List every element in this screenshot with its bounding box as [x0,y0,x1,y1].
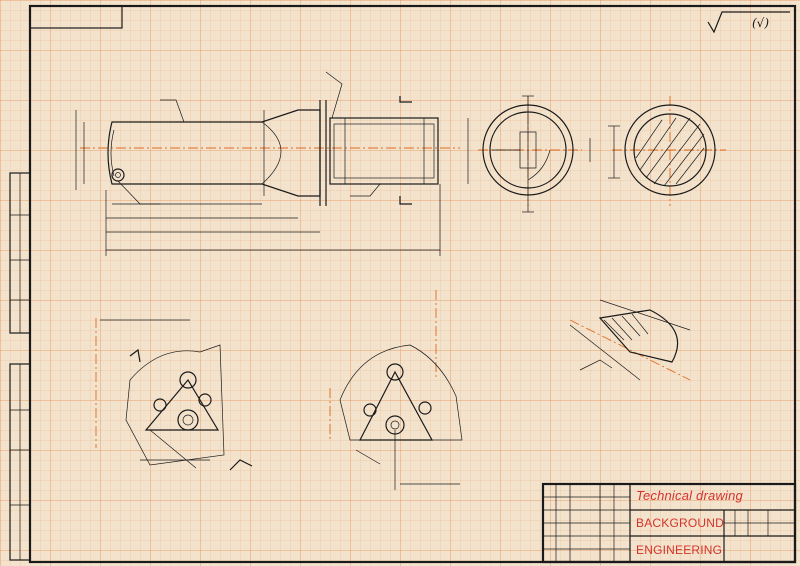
title-block-subtitle: BACKGROUND [636,516,725,530]
insert-view-left [95,318,253,471]
detail-cut-view [569,299,691,381]
front-view-circle-a [478,95,591,213]
sheet-frame [9,4,797,564]
roughness-symbol [707,11,790,34]
shaft-side-view [75,71,469,256]
roughness-note: (√) [752,16,770,30]
title-block-heading: Technical drawing [636,488,743,503]
title-block-frame [541,482,797,564]
title-block-footer: ENGINEERING [636,543,723,557]
insert-view-center [329,290,463,490]
section-view-circle-b [608,96,726,206]
